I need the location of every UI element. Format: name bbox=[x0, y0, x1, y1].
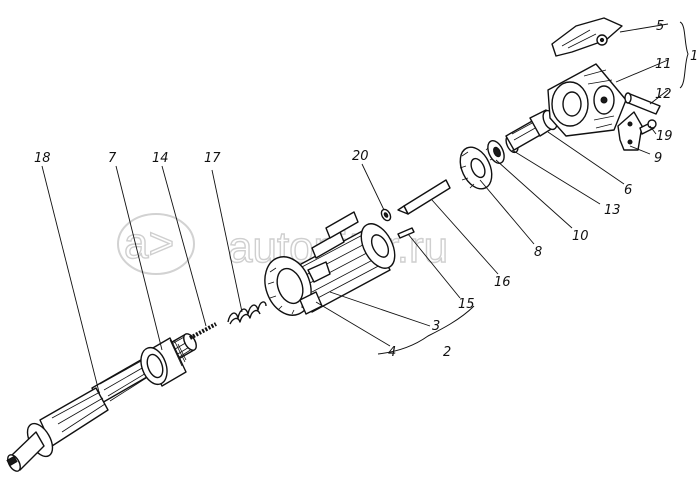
callout-18: 18 bbox=[34, 151, 51, 166]
part-7-ring bbox=[140, 337, 187, 387]
callout-3: 3 bbox=[432, 319, 440, 334]
callout-16: 16 bbox=[494, 275, 511, 290]
part-20-washer bbox=[380, 208, 392, 222]
part-11-housing bbox=[547, 63, 627, 137]
brace-assembly-2 bbox=[377, 305, 475, 355]
callout-15: 15 bbox=[458, 297, 475, 312]
part-17-spring bbox=[227, 301, 267, 325]
callout-11: 11 bbox=[655, 57, 672, 72]
assembly-braces bbox=[377, 21, 689, 355]
part-19-screw bbox=[639, 119, 657, 135]
callout-2: 2 bbox=[443, 345, 451, 360]
part-8-gear bbox=[459, 145, 495, 190]
callout-4: 4 bbox=[388, 345, 396, 360]
callout-6: 6 bbox=[624, 183, 632, 198]
part-10-washer bbox=[487, 140, 505, 164]
part-15-pin bbox=[397, 227, 415, 239]
callout-17: 17 bbox=[204, 151, 221, 166]
part-12-pin bbox=[624, 92, 661, 115]
part-16-rod bbox=[397, 179, 451, 215]
part-5-lever bbox=[551, 17, 623, 57]
brace-assembly-1 bbox=[679, 21, 689, 89]
part-9-plate bbox=[617, 111, 643, 151]
callout-20: 20 bbox=[352, 149, 369, 164]
callout-1: 1 bbox=[690, 49, 698, 64]
callout-5: 5 bbox=[656, 19, 664, 34]
part-3-4-pinion-clutch bbox=[264, 211, 396, 316]
callout-13: 13 bbox=[604, 203, 621, 218]
watermark-logo: a> bbox=[124, 219, 174, 268]
callout-8: 8 bbox=[534, 245, 542, 260]
callout-12: 12 bbox=[655, 87, 672, 102]
callout-19: 19 bbox=[656, 129, 673, 144]
callout-7: 7 bbox=[108, 151, 117, 166]
callout-10: 10 bbox=[572, 229, 589, 244]
callout-14: 14 bbox=[152, 151, 169, 166]
part-14-small-spring bbox=[189, 322, 217, 340]
leader-lines bbox=[41, 23, 669, 397]
callout-labels: 1 2 3 4 5 6 7 8 9 10 11 12 13 14 15 16 1… bbox=[34, 19, 698, 360]
callout-9: 9 bbox=[654, 151, 662, 166]
